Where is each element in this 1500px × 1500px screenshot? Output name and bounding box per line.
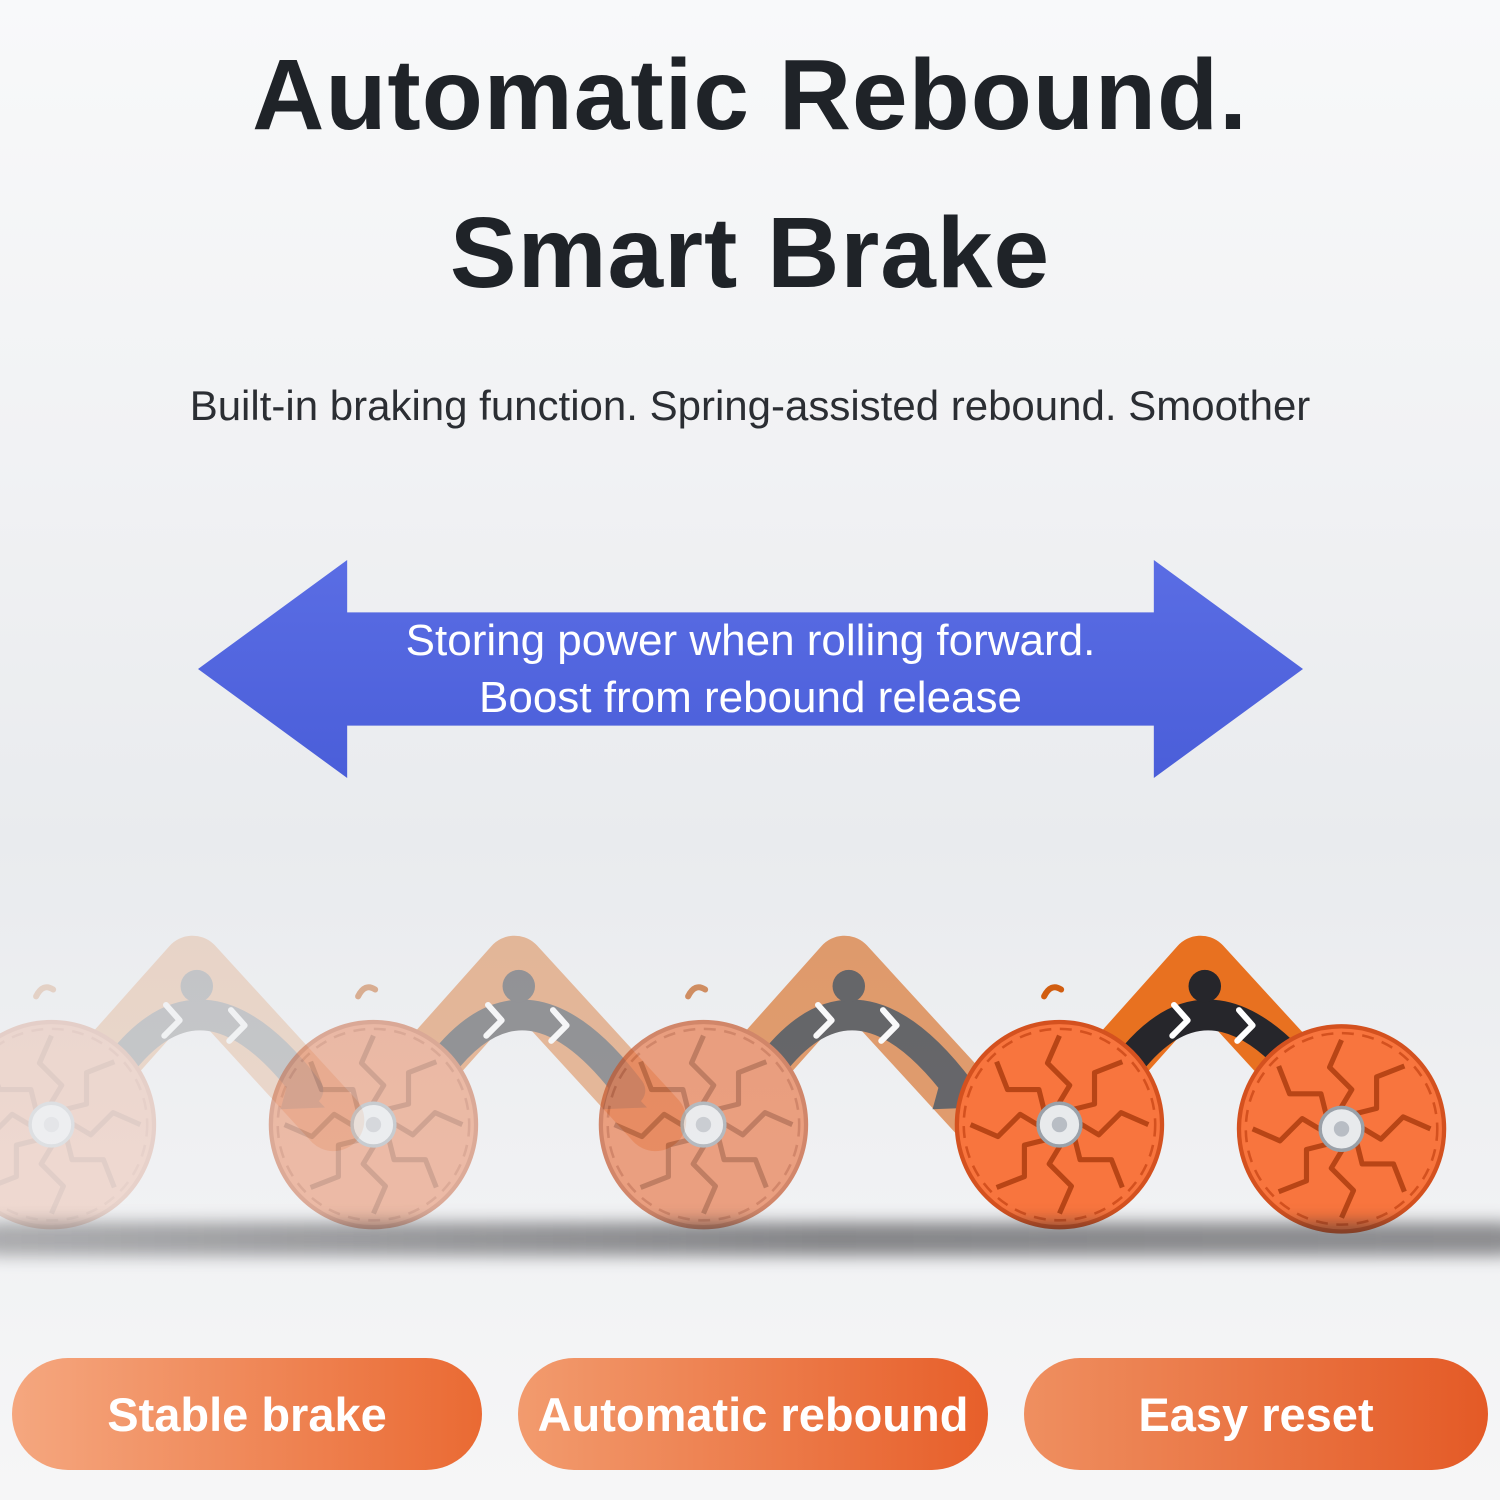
floor-shadow	[0, 1222, 1500, 1256]
subtitle: Built-in braking function. Spring-assist…	[189, 382, 1311, 429]
badge-stable-brake: Stable brake	[12, 1358, 482, 1470]
badge-label: Stable brake	[107, 1387, 387, 1441]
arrow-banner-line-1: Storing power when rolling forward.	[405, 615, 1096, 665]
badge-label: Easy reset	[1138, 1387, 1374, 1441]
rebound-arrow-banner: Storing power when rolling forward. Boos…	[198, 560, 1303, 778]
ab-roller-wheel-icon	[948, 928, 1453, 1240]
badge-easy-reset: Easy reset	[1024, 1358, 1488, 1470]
roller-frame-4	[948, 928, 1453, 1240]
badge-label: Automatic rebound	[537, 1387, 969, 1441]
arrow-banner-line-2: Boost from rebound release	[479, 673, 1022, 722]
badge-automatic-rebound: Automatic rebound	[518, 1358, 988, 1470]
title-line-2: Smart Brake	[449, 197, 1051, 309]
title-line-1: Automatic Rebound.	[252, 39, 1248, 151]
